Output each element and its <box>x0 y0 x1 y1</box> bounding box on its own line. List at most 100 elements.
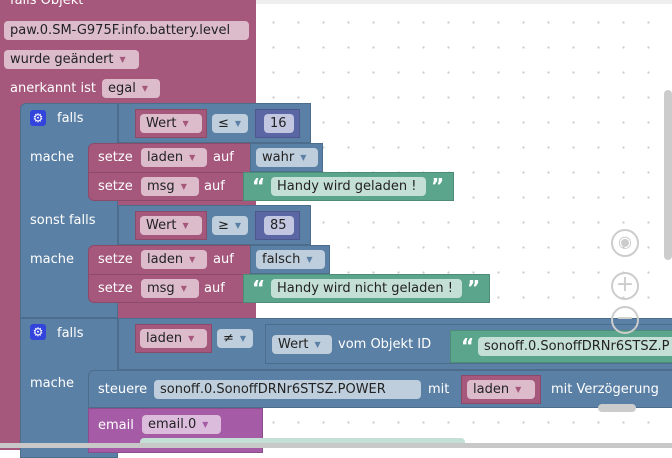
if-label: falls <box>57 326 84 341</box>
dropdown-arrow-icon: ▼ <box>180 284 187 293</box>
var-value: Wert <box>146 218 177 233</box>
horizontal-scrollbar[interactable] <box>598 404 636 412</box>
trigger-title: falls Objekt <box>10 0 84 8</box>
dropdown-arrow-icon: ▼ <box>189 153 196 162</box>
operator-value: ≥ <box>218 218 229 233</box>
set-label: setze <box>98 150 133 165</box>
set-variable-block[interactable]: setze laden▼ auf <box>88 245 251 275</box>
variable-value: msg <box>147 281 175 296</box>
change-dropdown[interactable]: wurde geändert▼ <box>4 50 139 69</box>
set-label: setze <box>98 281 133 296</box>
dropdown-arrow-icon: ▼ <box>119 55 126 64</box>
gear-icon[interactable]: ⚙ <box>30 110 46 126</box>
workspace-top-edge <box>255 0 672 4</box>
dropdown-arrow-icon: ▼ <box>141 84 148 93</box>
text-field[interactable]: Handy wird geladen ! <box>271 177 426 196</box>
variable-value: laden <box>147 252 184 267</box>
operator-dropdown[interactable]: ≠▼ <box>217 329 253 348</box>
boolean-value: wahr <box>262 150 295 165</box>
boolean-value: falsch <box>262 252 301 267</box>
attribute-dropdown[interactable]: Wert▼ <box>272 335 332 354</box>
variable-value: laden <box>147 150 184 165</box>
dropdown-arrow-icon: ▼ <box>300 153 307 162</box>
with-label: mit <box>428 382 450 397</box>
number-field[interactable]: 16 <box>264 114 294 133</box>
object-id-field[interactable]: paw.0.SM-G975F.info.battery.level <box>4 21 249 40</box>
dropdown-arrow-icon: ▼ <box>306 255 313 264</box>
variable-value: msg <box>147 179 175 194</box>
text-field[interactable]: Handy wird nicht geladen ! <box>271 279 462 298</box>
set-variable-block[interactable]: setze msg ▼ auf <box>88 274 244 303</box>
var-value: laden <box>146 331 183 346</box>
dropdown-arrow-icon: ▼ <box>188 334 195 343</box>
zoom-in-icon[interactable]: + <box>611 272 639 300</box>
do-label: mache <box>30 376 75 391</box>
vertical-scrollbar[interactable] <box>664 90 672 260</box>
from-object-label: vom Objekt ID <box>338 337 432 352</box>
open-quote-icon: “ <box>252 174 266 198</box>
gear-icon[interactable]: ⚙ <box>30 324 46 340</box>
dropdown-arrow-icon: ▼ <box>180 182 187 191</box>
boolean-block[interactable]: wahr ▼ <box>250 143 323 172</box>
set-label: setze <box>98 179 133 194</box>
dropdown-arrow-icon: ▼ <box>234 119 242 128</box>
variable-dropdown[interactable]: laden ▼ <box>141 250 207 269</box>
dropdown-arrow-icon: ▼ <box>182 119 189 128</box>
var-dropdown[interactable]: laden ▼ <box>467 380 535 399</box>
open-quote-icon: “ <box>252 276 266 300</box>
elseif-label: sonst falls <box>30 213 96 228</box>
ack-dropdown[interactable]: egal▼ <box>102 79 160 98</box>
do-label: mache <box>30 150 75 165</box>
to-label: auf <box>204 281 225 296</box>
dropdown-arrow-icon: ▼ <box>189 255 196 264</box>
zoom-out-icon[interactable]: − <box>611 306 639 334</box>
control-block[interactable]: steuere sonoff.0.SonoffDRNr6STSZ.POWER m… <box>88 370 672 408</box>
operator-dropdown[interactable]: ≥▼ <box>212 216 248 235</box>
var-block[interactable]: laden ▼ <box>135 324 212 353</box>
attribute-value: Wert <box>278 337 309 352</box>
email-instance-dropdown[interactable]: email.0 ▼ <box>142 415 221 434</box>
recenter-icon[interactable]: ◉ <box>611 229 639 257</box>
var-block[interactable]: laden ▼ <box>461 375 541 404</box>
number-block[interactable]: 16 <box>255 109 300 138</box>
boolean-dropdown[interactable]: wahr ▼ <box>256 148 318 167</box>
number-field[interactable]: 85 <box>264 216 294 235</box>
dropdown-arrow-icon: ▼ <box>202 420 209 429</box>
boolean-block[interactable]: falsch ▼ <box>250 245 330 274</box>
variable-dropdown[interactable]: laden ▼ <box>141 148 207 167</box>
var-dropdown[interactable]: laden ▼ <box>140 329 207 348</box>
var-block[interactable]: Wert▼ <box>135 211 207 240</box>
var-dropdown[interactable]: Wert▼ <box>140 216 202 235</box>
var-block[interactable]: Wert ▼ <box>135 109 207 138</box>
dropdown-arrow-icon: ▼ <box>515 385 522 394</box>
text-block[interactable]: “ Handy wird nicht geladen ! ” <box>243 274 490 303</box>
variable-dropdown[interactable]: msg ▼ <box>141 177 199 196</box>
var-value: Wert <box>146 116 177 131</box>
operator-dropdown[interactable]: ≤▼ <box>212 114 248 133</box>
variable-dropdown[interactable]: msg ▼ <box>141 279 199 298</box>
text-block[interactable]: “ Handy wird geladen ! ” <box>243 172 454 201</box>
boolean-dropdown[interactable]: falsch ▼ <box>256 250 325 269</box>
object-id-field[interactable]: sonoff.0.SonoffDRNr6STSZ.POWER <box>154 380 421 399</box>
var-value: laden <box>473 382 510 397</box>
to-label: auf <box>213 252 234 267</box>
ack-label: anerkannt ist <box>10 81 97 96</box>
email-label: email <box>98 418 134 433</box>
if-label: falls <box>57 111 84 126</box>
operator-value: ≠ <box>223 331 234 346</box>
delay-label: mit Verzögerung <box>551 382 659 397</box>
set-variable-block[interactable]: setze msg▼ auf <box>88 172 244 201</box>
object-id-field[interactable]: sonoff.0.SonoffDRNr6STSZ.P <box>478 337 672 356</box>
control-label: steuere <box>98 382 148 397</box>
var-dropdown[interactable]: Wert ▼ <box>140 114 202 133</box>
open-quote-icon: “ <box>461 334 475 358</box>
dropdown-arrow-icon: ▼ <box>234 221 242 230</box>
number-block[interactable]: 85 <box>255 211 300 240</box>
email-instance-value: email.0 <box>148 417 197 432</box>
set-variable-block[interactable]: setze laden▼ auf <box>88 143 251 173</box>
dropdown-arrow-icon: ▼ <box>239 334 247 343</box>
text-block[interactable]: “ sonoff.0.SonoffDRNr6STSZ.P <box>450 330 672 363</box>
bottom-bar <box>0 443 672 448</box>
do-label: mache <box>30 252 75 267</box>
